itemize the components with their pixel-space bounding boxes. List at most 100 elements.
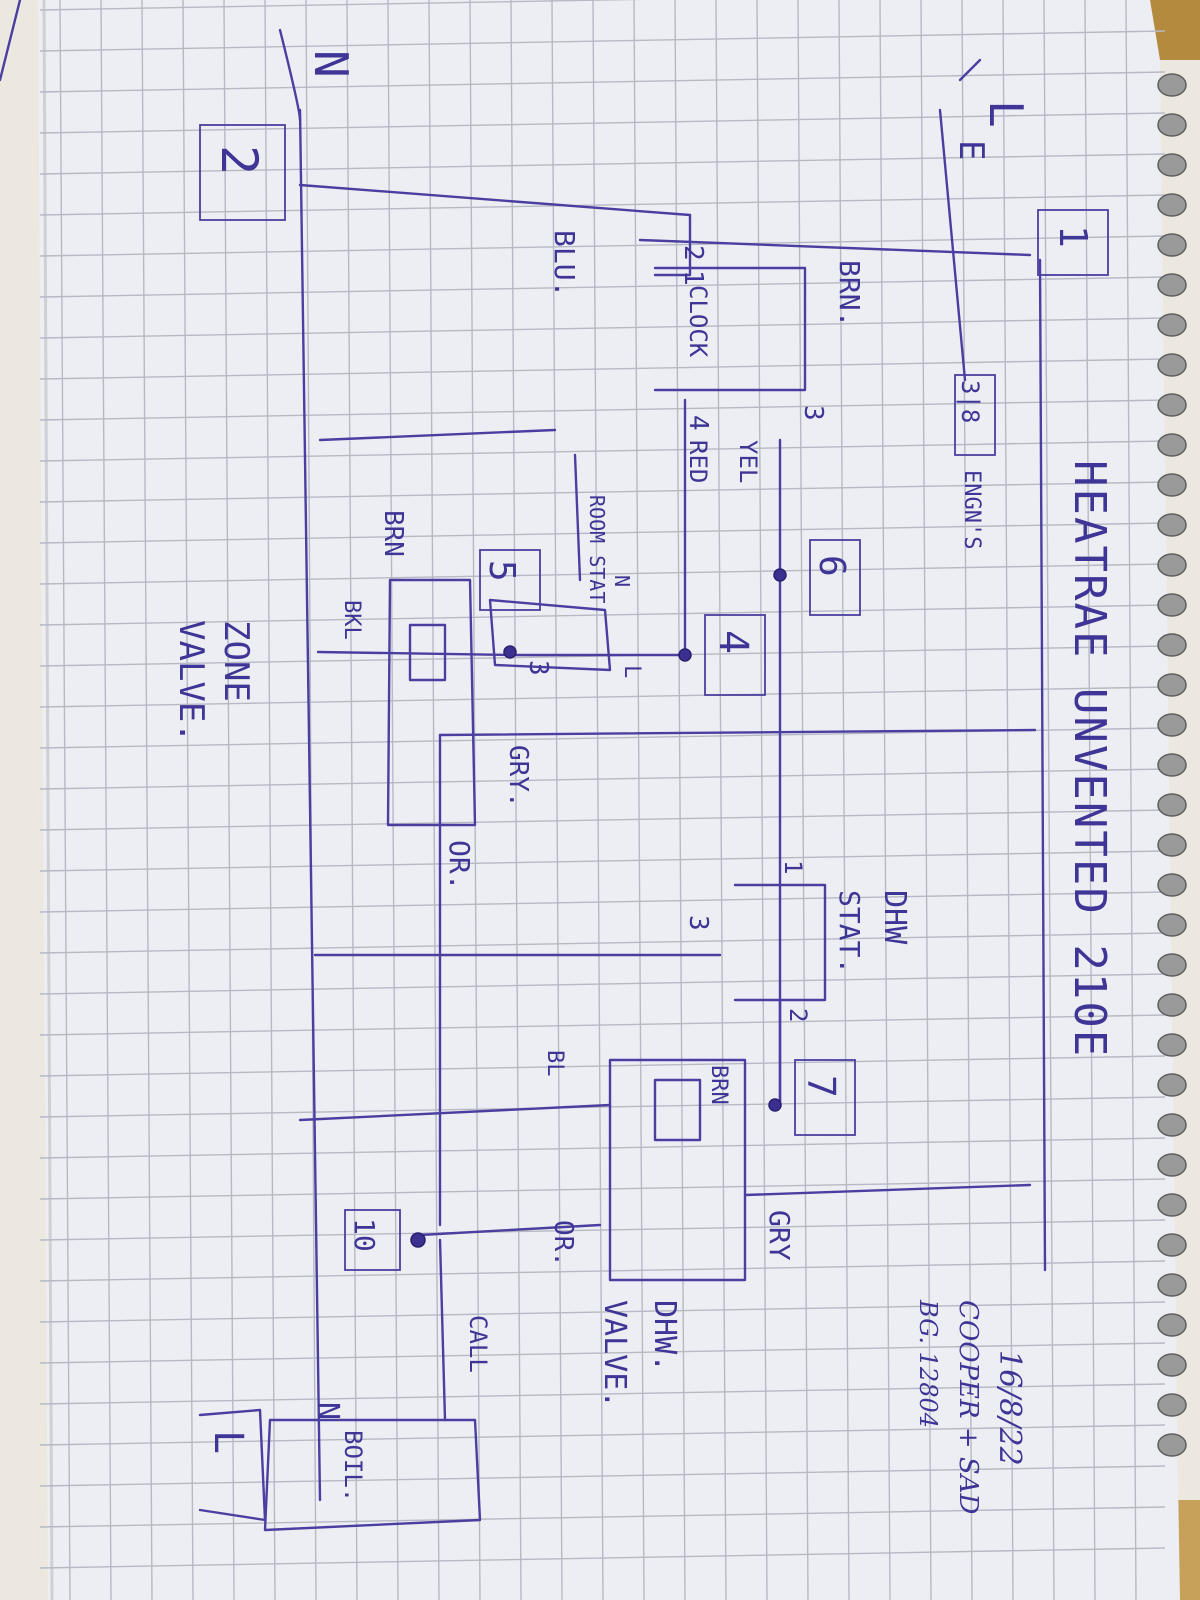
wire-neutral-dhw-valve xyxy=(298,1103,612,1122)
grid-line xyxy=(39,440,1166,462)
spiral-ring xyxy=(1157,1113,1187,1137)
grid-line xyxy=(39,1137,1166,1159)
grid-line xyxy=(39,1424,1166,1446)
boiler-box xyxy=(263,1418,482,1532)
terminal-box-6 xyxy=(809,539,861,616)
spiral-ring xyxy=(1157,793,1187,817)
grid-line xyxy=(39,71,1166,93)
spiral-ring xyxy=(1157,913,1187,937)
engineers-label: ENGN'S xyxy=(959,470,984,549)
wire-call xyxy=(438,1238,447,1422)
spiral-ring xyxy=(1157,1313,1187,1337)
wire-live-cross xyxy=(438,728,1037,737)
terminal-box-2 xyxy=(199,124,286,221)
bkl-label: BKL xyxy=(339,600,364,640)
earth-label: E xyxy=(951,140,991,160)
spiral-ring xyxy=(1157,193,1187,217)
grid-line xyxy=(39,891,1166,913)
wire-10-or xyxy=(418,1223,602,1237)
spiral-ring xyxy=(1157,753,1187,777)
gry-dhw-label: GRY xyxy=(763,1210,796,1261)
earth-wire xyxy=(938,108,967,382)
spiral-ring xyxy=(1157,953,1187,977)
room-term-3: 3 xyxy=(523,660,553,676)
grid-line xyxy=(39,153,1166,175)
grid-line xyxy=(346,0,358,1600)
clock-label: CLOCK xyxy=(684,285,712,358)
grid-line xyxy=(39,276,1166,298)
spiral-ring xyxy=(1157,233,1187,257)
bl-label: BL xyxy=(542,1050,567,1077)
spiral-ring xyxy=(1157,553,1187,577)
grid-line xyxy=(797,0,809,1600)
grid-line xyxy=(715,0,727,1600)
terminal-2: 2 xyxy=(210,145,268,175)
grid-line xyxy=(39,112,1166,134)
grid-line xyxy=(961,0,973,1600)
zone-valve-label-1: ZONE xyxy=(216,620,256,702)
spiral-ring xyxy=(1157,393,1187,417)
spiral-ring xyxy=(1157,313,1187,337)
grid-line xyxy=(592,0,604,1600)
spiral-ring xyxy=(1157,1193,1187,1217)
dhw-stat-label-2: STAT. xyxy=(833,890,866,974)
terminal-box-5 xyxy=(479,549,541,611)
red-label: RED xyxy=(684,440,712,483)
boil-n-label: N xyxy=(310,1402,345,1420)
grid-line xyxy=(39,1014,1166,1036)
grid-line xyxy=(59,0,71,1600)
grid-line xyxy=(39,194,1166,216)
grid-line xyxy=(39,1219,1166,1241)
clock-term-3: 3 xyxy=(798,405,828,421)
junction-5 xyxy=(503,645,517,659)
terminal-1: 1 xyxy=(1051,225,1095,248)
spiral-ring xyxy=(1157,1153,1187,1177)
terminal-7: 7 xyxy=(799,1075,843,1098)
spiral-ring xyxy=(1157,273,1187,297)
grid-line xyxy=(39,1301,1166,1323)
grid-line xyxy=(879,0,891,1600)
spiral-ring xyxy=(1157,1233,1187,1257)
wire-neutral-branch xyxy=(318,428,557,442)
brn-zone-label: BRN xyxy=(378,510,408,557)
spiral-ring xyxy=(1157,1033,1187,1057)
terminal-10: 10 xyxy=(348,1218,381,1252)
grid-line xyxy=(674,0,686,1600)
spiral-ring xyxy=(1157,993,1187,1017)
mains-stub xyxy=(0,0,22,82)
grid-line xyxy=(39,686,1166,708)
grid-line xyxy=(387,0,399,1600)
blu-label: BLU. xyxy=(548,230,581,297)
spiral-ring xyxy=(1157,113,1187,137)
grid-line xyxy=(39,358,1166,380)
grid-line xyxy=(39,30,1166,52)
or-zone-label: OR. xyxy=(443,840,476,891)
grid-line xyxy=(100,0,112,1600)
spiral-ring xyxy=(1157,873,1187,897)
grid-line xyxy=(223,0,235,1600)
boil-label: BOIL. xyxy=(339,1430,367,1502)
zone-valve-label-2: VALVE. xyxy=(171,620,211,743)
wire-live-clock xyxy=(638,238,1032,257)
grid-line xyxy=(39,932,1166,954)
grid-line xyxy=(39,1260,1166,1282)
grid-line xyxy=(39,522,1166,544)
clock-term-4: 4 xyxy=(683,415,713,431)
grid-line xyxy=(39,1342,1166,1364)
wire-n-clock xyxy=(298,183,692,217)
grid-line xyxy=(633,0,645,1600)
grid-line xyxy=(39,1547,1166,1569)
grid-line xyxy=(39,1178,1166,1200)
grid-line xyxy=(1002,0,1014,1600)
grid-line xyxy=(39,1096,1166,1118)
neutral-in xyxy=(278,28,302,122)
spiral-ring xyxy=(1157,1353,1187,1377)
spiral-ring xyxy=(1157,513,1187,537)
zone-valve-motor xyxy=(408,623,447,682)
notebook-spiral xyxy=(1157,73,1187,1457)
terminal-boxes xyxy=(199,124,1109,1271)
live-label: L xyxy=(979,100,1033,128)
grid-line xyxy=(39,768,1166,790)
live-stub xyxy=(958,58,982,82)
